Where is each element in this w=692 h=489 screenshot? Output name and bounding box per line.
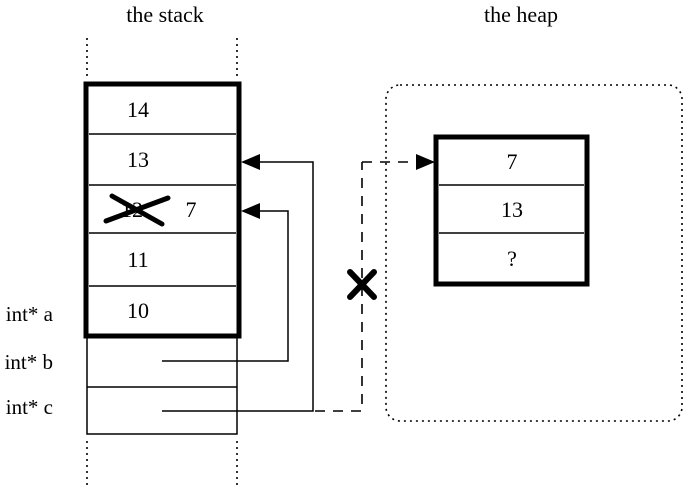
dangling-pointer-dashed-line: [315, 162, 363, 412]
stack-cell-value: 13: [127, 147, 149, 172]
pointer-b-line: [162, 210, 289, 362]
pointer-b-arrowhead: [241, 203, 260, 219]
broken-pointer-x-icon: [347, 269, 377, 300]
heap-cell-value: ?: [507, 246, 517, 271]
pointer-variable-cells: [86, 335, 238, 435]
stack-cell-value: 14: [127, 97, 149, 122]
stack-cell-value: 11: [127, 247, 148, 272]
crossed-out-value-x-icon: [103, 193, 171, 227]
heap-object-frame: [433, 134, 590, 287]
pointer-c-line: [162, 161, 314, 412]
label-int-a: int* a: [6, 302, 54, 326]
heap-title: the heap: [484, 2, 558, 27]
stack-title: the stack: [126, 2, 204, 27]
pointer-c-arrowhead: [241, 154, 260, 170]
label-int-b: int* b: [5, 350, 53, 374]
dangling-pointer-arrowhead: [416, 154, 435, 170]
stack-frame: [83, 81, 242, 339]
label-int-c: int* c: [6, 395, 53, 419]
heap-region-dotted-border: [385, 84, 683, 422]
heap-cell-value: 7: [507, 149, 518, 174]
stack-cell-value: 10: [127, 298, 149, 323]
heap-cell-value: 13: [501, 197, 523, 222]
stack-cell-replacement-value: 7: [186, 197, 197, 222]
